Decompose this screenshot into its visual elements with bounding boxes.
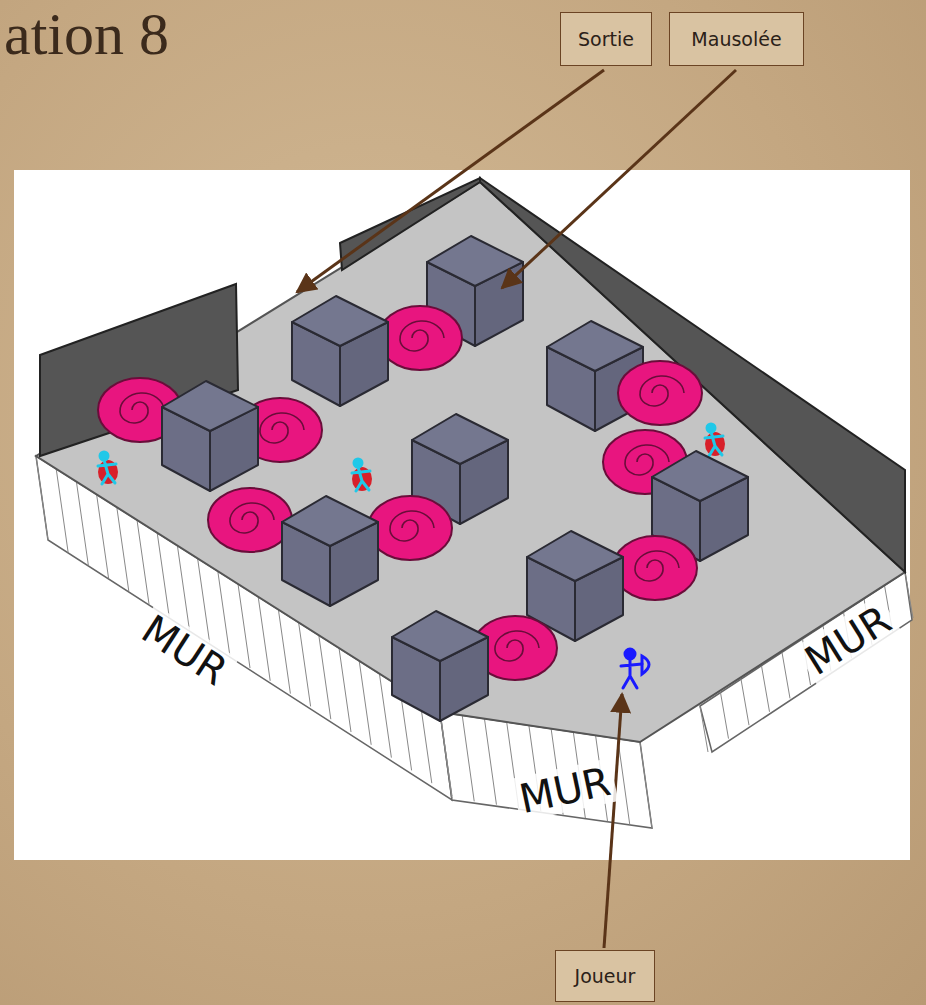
rose-shape [618, 361, 702, 425]
hatch-line [782, 652, 790, 698]
callout-label: Sortie [578, 28, 634, 50]
blood-mark [352, 467, 372, 491]
hatch-line [117, 507, 129, 591]
figure-body [98, 460, 116, 484]
rose-shape [208, 488, 292, 552]
hatch-line [905, 572, 913, 618]
callout-box: Sortie [560, 12, 652, 66]
mausoleum [292, 296, 388, 406]
white-panel [14, 170, 910, 860]
rose-bush [618, 361, 702, 425]
mausoleum-roof [292, 296, 388, 346]
rose-bush [378, 306, 462, 370]
hatch-line [177, 546, 189, 630]
rose-spiral [230, 503, 274, 533]
leader-lines [297, 70, 736, 948]
hatch-line [299, 622, 311, 706]
hatch-line [721, 693, 729, 739]
hatch-line [238, 584, 250, 668]
blood-mark [98, 460, 118, 484]
rose-spiral [400, 321, 444, 351]
rose-spiral [640, 376, 684, 406]
character [352, 459, 372, 491]
callout-box: Mausolée [669, 12, 804, 66]
player-body [621, 659, 642, 688]
rose-shape [368, 496, 452, 560]
player-figure [621, 649, 649, 688]
mausoleum-roof [412, 414, 508, 464]
rose-spiral [495, 631, 539, 661]
hatch-line [157, 533, 169, 617]
callout-label: Joueur [575, 965, 636, 987]
rose-spiral [390, 511, 434, 541]
character [98, 452, 118, 484]
mausoleum-roof [527, 531, 623, 581]
mausoleum [392, 611, 488, 721]
hatch-line [640, 742, 652, 828]
figure-body [705, 432, 723, 456]
hatch-line [198, 558, 210, 642]
mausoleum-roof [427, 236, 523, 286]
hatch-line [359, 661, 371, 745]
hatch-line [440, 712, 452, 798]
hatch-line [36, 456, 48, 540]
hatch-line [278, 610, 290, 694]
rose-bush [613, 536, 697, 600]
hatch-line [462, 715, 474, 801]
callout-box: Joueur [555, 950, 655, 1002]
hatch-line [76, 482, 88, 566]
back-walls [40, 178, 905, 572]
hatch-line [741, 679, 749, 725]
hatch-line [484, 719, 496, 805]
hatch-line [618, 739, 630, 825]
player-bow [642, 656, 649, 674]
rose-bush [208, 488, 292, 552]
mausoleum-roof [392, 611, 488, 661]
mausoleum [282, 496, 378, 606]
rose-spiral [260, 413, 304, 443]
figure-body [352, 467, 370, 491]
rose-shape [378, 306, 462, 370]
slide-title: ation 8 [4, 0, 169, 69]
mausoleum-roof [547, 321, 643, 371]
mausoleum-roof [282, 496, 378, 546]
floor [36, 182, 905, 742]
mausoleum [162, 381, 258, 491]
hatch-line [258, 597, 270, 681]
rose-bush [368, 496, 452, 560]
rose-spiral [635, 551, 679, 581]
hatch-line [339, 648, 351, 732]
character [705, 424, 725, 456]
mausoleum-roof [162, 381, 258, 431]
hatch-line [379, 674, 391, 758]
hatch-line [218, 571, 230, 655]
hatch-line [762, 666, 770, 712]
hatch-line [137, 520, 149, 604]
hatch-line [97, 494, 109, 578]
hatch-line [56, 469, 68, 553]
rose-shape [613, 536, 697, 600]
rose-spiral [120, 393, 164, 423]
blood-mark [705, 432, 725, 456]
hatch-line [319, 635, 331, 719]
mausoleum-roof [652, 451, 748, 501]
callout-label: Mausolée [691, 28, 781, 50]
hatch-line [700, 706, 708, 752]
